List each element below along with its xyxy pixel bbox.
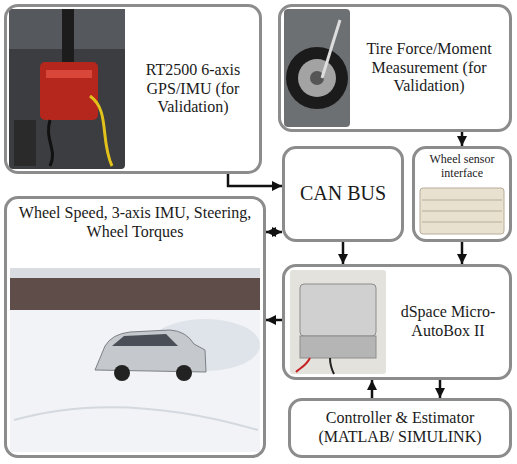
signal-arrow: [342, 242, 345, 264]
vehicle-box: Wheel Speed, 3-axis IMU, Steering, Wheel…: [4, 196, 266, 458]
sensor-box: RT2500 6-axis GPS/IMU (for Validation): [4, 4, 262, 174]
box-label: Tire Force/Moment Measurement (for Valid…: [353, 40, 505, 97]
cable: [330, 358, 334, 374]
box-label: dSpace Micro-AutoBox II: [391, 303, 505, 341]
cable: [90, 96, 112, 166]
box-label: CAN BUS: [289, 182, 397, 206]
car-wheel: [114, 365, 130, 381]
seat: [14, 120, 36, 166]
hub: [310, 71, 324, 85]
gps-imu-photo: [9, 9, 125, 169]
box-label: Controller & Estimator (MATLAB/ SIMULINK…: [297, 409, 503, 447]
vehicle-photo: [10, 268, 260, 452]
interface-slot: [422, 211, 502, 212]
signal-arrow: [439, 380, 442, 398]
box-label: Wheel Speed, 3-axis IMU, Steering, Wheel…: [13, 204, 257, 242]
imu-unit: [40, 62, 98, 120]
bus-box: CAN BUS: [282, 146, 404, 242]
mount-pole: [62, 9, 74, 69]
dspace-photo: [290, 270, 386, 374]
car-body: [95, 330, 206, 372]
interface-slot: [422, 200, 502, 201]
signal-arrow: [461, 242, 464, 264]
snow: [10, 268, 260, 452]
interface-slot: [422, 222, 502, 223]
signal-arrow: [371, 380, 374, 398]
box-label: Wheel sensor interface: [418, 152, 506, 180]
car-window: [112, 334, 178, 346]
interface-box: Wheel sensor interface: [412, 146, 512, 242]
sky: [10, 268, 260, 278]
photo-ground: [9, 9, 125, 169]
cable: [48, 120, 52, 166]
sensor-box: Tire Force/Moment Measurement (for Valid…: [278, 4, 512, 132]
tire-photo: [284, 9, 350, 127]
hardware-box: dSpace Micro-AutoBox II: [282, 264, 512, 380]
signal-arrow: [228, 174, 282, 186]
signal-arrow: [461, 132, 464, 146]
interface-box: [420, 188, 504, 234]
car-wheel: [176, 365, 192, 381]
tire-track: [14, 407, 258, 430]
signal-arrow: [266, 319, 282, 322]
signal-arrow: [266, 231, 282, 234]
tire: [286, 47, 348, 109]
photo-ground: [290, 270, 386, 374]
sensor-arm: [322, 20, 340, 78]
cable: [296, 358, 310, 372]
box-label: RT2500 6-axis GPS/IMU (for Validation): [131, 61, 255, 118]
autobox-unit: [300, 284, 376, 336]
tree-line: [10, 268, 260, 310]
interface-photo: [420, 188, 504, 234]
imu-highlight: [46, 70, 92, 78]
photo-ground: [284, 9, 350, 127]
autobox-connectors: [300, 336, 376, 358]
software-box: Controller & Estimator (MATLAB/ SIMULINK…: [288, 398, 512, 458]
rim: [298, 59, 336, 97]
